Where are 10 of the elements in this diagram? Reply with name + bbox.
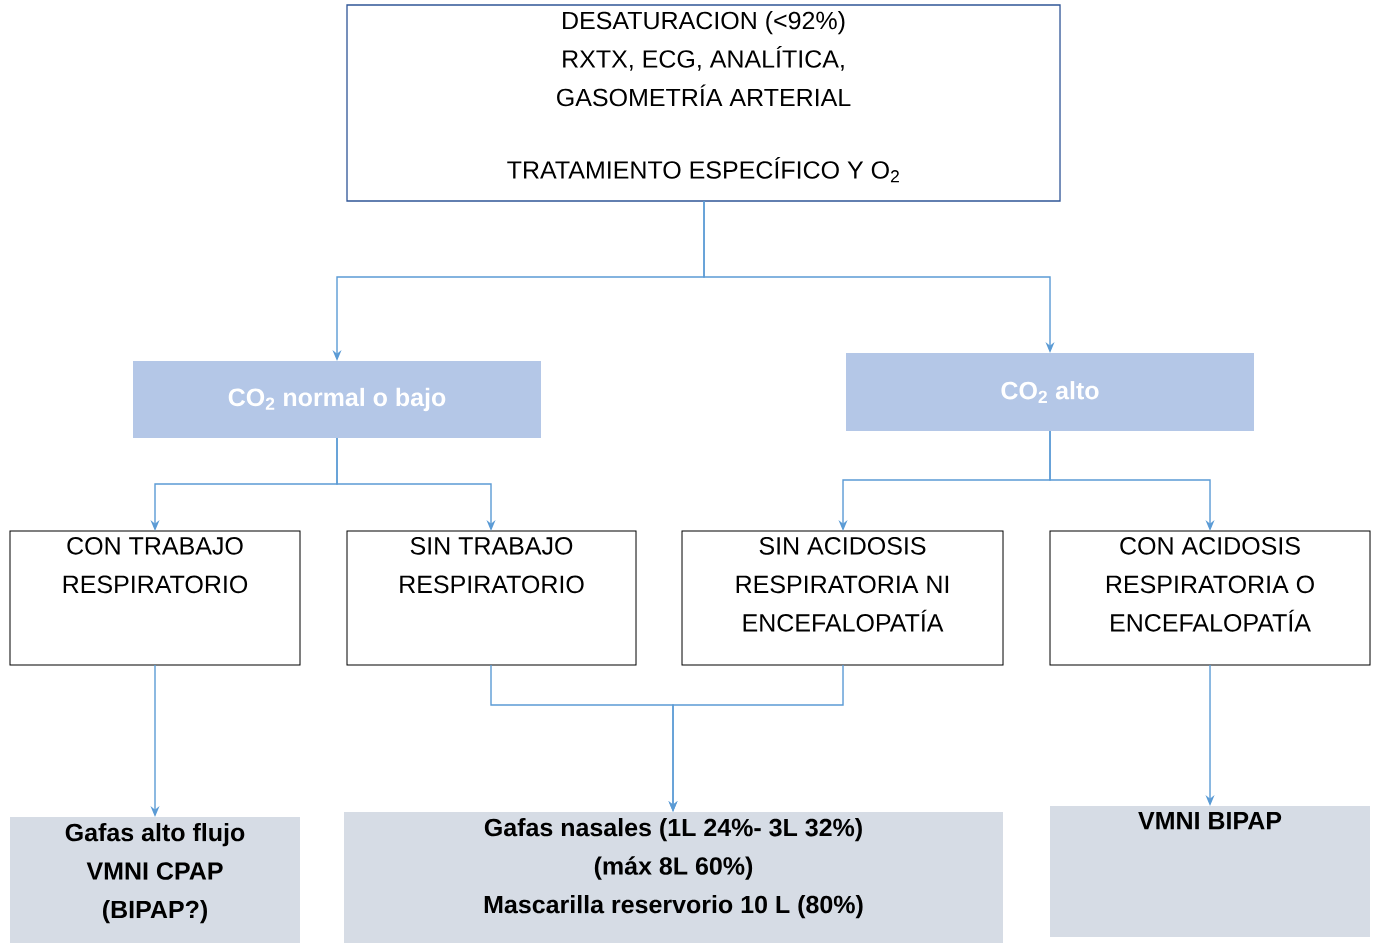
- category-box: CO$_{2}$ normal o bajo: [133, 361, 541, 438]
- condition-box: SIN TRABAJO RESPIRATORIO: [346, 530, 637, 666]
- condition-box: CON TRABAJO RESPIRATORIO: [9, 530, 301, 666]
- process-box: DESATURACION (<92%) RXTX, ECG, ANALÍTICA, GASOMETRÍA ARTERIAL TRATAMIENTO ESPECÍFICO Y O$_{2}$: [346, 4, 1061, 202]
- category-box: CO$_{2}$ alto: [846, 353, 1254, 431]
- treatment-box: VMNI BIPAP: [1050, 806, 1370, 937]
- condition-box: CON ACIDOSIS RESPIRATORIA O ENCEFALOPATÍA: [1049, 530, 1371, 666]
- treatment-box: Gafas alto flujo VMNI CPAP (BIPAP?): [10, 817, 300, 943]
- treatment-box: Gafas nasales (1L 24%- 3L 32%) (máx 8L 60%) Mascarilla reservorio 10 L (80%): [344, 812, 1003, 943]
- condition-box: SIN ACIDOSIS RESPIRATORIA NI ENCEFALOPATÍA: [681, 530, 1004, 666]
